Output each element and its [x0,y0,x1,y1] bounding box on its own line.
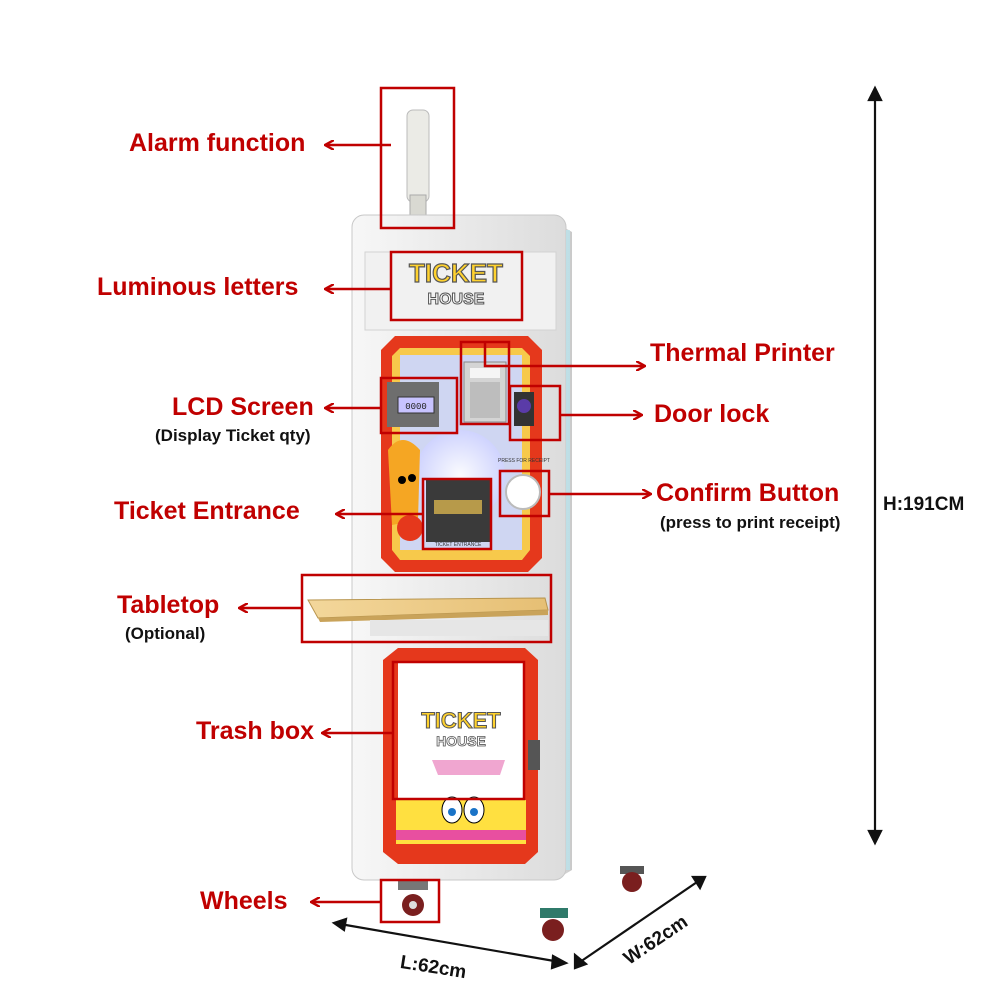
alarm-light [400,109,430,232]
label-confirm-button: Confirm Button [656,479,840,507]
label-tabletop: Tabletop [117,591,220,619]
label-ticket-entrance: Ticket Entrance [114,497,300,525]
label-lcd-screen-sub: (Display Ticket qty) [155,426,311,445]
label-alarm-function: Alarm function [129,129,306,157]
trash-logo-line-2: HOUSE [436,733,486,749]
confirm-button [505,474,541,510]
logo-line-1: TICKET [409,258,503,288]
label-door-lock: Door lock [654,400,770,428]
label-lcd-screen: LCD Screen [172,393,314,421]
wheels [398,866,644,941]
press-receipt-text: PRESS FOR RECEIPT [498,458,550,464]
callout-arrows [240,145,650,902]
label-confirm-button-sub: (press to print receipt) [660,513,841,532]
label-thermal-printer: Thermal Printer [650,339,835,367]
logo-line-2: HOUSE [428,291,485,308]
dimension-height: H:191CM [883,494,965,515]
lcd-readout: 0000 [405,402,427,412]
label-trash-box: Trash box [196,717,315,745]
label-luminous-letters: Luminous letters [97,273,299,301]
entrance-plate-text: TICKET ENTRANCE [435,542,482,548]
label-tabletop-sub: (Optional) [125,624,206,643]
trash-logo-line-1: TICKET [421,708,501,733]
dimension-arrows [331,85,883,970]
label-wheels: Wheels [200,887,288,915]
highlight-boxes [300,86,562,924]
